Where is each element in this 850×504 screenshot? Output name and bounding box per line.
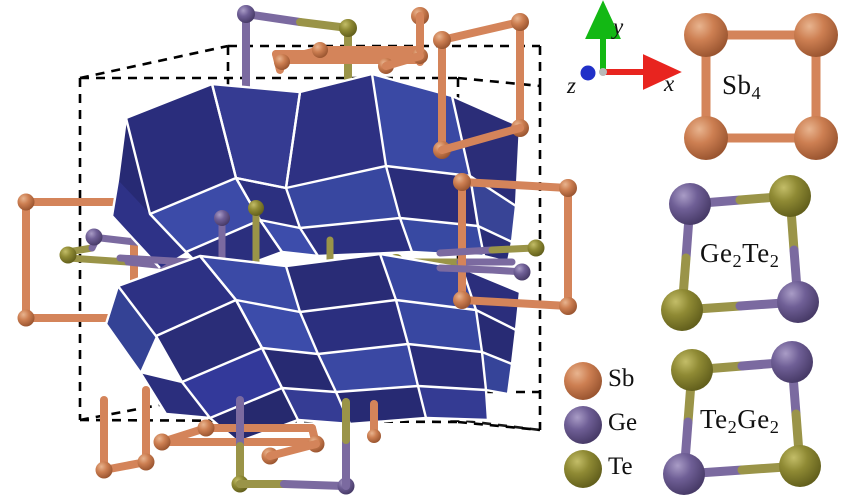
- motif-ge2te2-part1: Ge: [700, 238, 733, 268]
- motif-ge2te2-atom-ge: [669, 183, 711, 225]
- legend-swatch-ge: [564, 406, 602, 444]
- motif-label-te2ge2: Te2Ge2: [700, 404, 779, 438]
- motif-sb4-atom: [684, 13, 728, 57]
- motif-ge2te2-sub2: 2: [769, 251, 780, 272]
- motif-ge2te2-atom-ge: [777, 281, 819, 323]
- motif-sb4: [684, 13, 838, 160]
- legend-label-sb: Sb: [608, 365, 635, 392]
- bottom-sb-network: [95, 386, 381, 495]
- sb-square-right-middle: [453, 173, 577, 315]
- right-ge-te-bonds: [436, 239, 545, 281]
- polyhedra-lower: [104, 252, 522, 444]
- motif-te2ge2-atom-ge: [771, 341, 813, 383]
- motif-te2ge2-part2: Ge: [737, 404, 770, 434]
- top-ge-te-rods: [237, 5, 429, 54]
- legend-label-te: Te: [608, 453, 633, 480]
- legend-swatch-sb: [564, 362, 602, 400]
- motif-te2ge2-atom-te: [671, 349, 713, 391]
- axis-label-z: z: [567, 73, 576, 98]
- motif-te2ge2-atom-te: [779, 445, 821, 487]
- sb-square-right-upper: [433, 13, 529, 159]
- motif-label-sb4-sub: 4: [751, 83, 762, 104]
- motif-label-ge2te2: Ge2Te2: [700, 238, 779, 272]
- top-sb-network: [274, 42, 428, 74]
- motif-ge2te2-sub1: 2: [732, 251, 743, 272]
- motif-sb4-atom: [794, 13, 838, 57]
- motif-sb4-atom: [794, 116, 838, 160]
- legend-swatch-te: [564, 450, 602, 488]
- motif-te2ge2-sub1: 2: [727, 417, 738, 438]
- motif-sb4-atom: [684, 116, 728, 160]
- motif-label-sb4-base: Sb: [722, 70, 752, 100]
- motif-label-sb4: Sb4: [722, 70, 761, 104]
- axis-label-y: y: [613, 14, 624, 39]
- axis-label-x: x: [664, 71, 675, 96]
- motif-ge2te2-atom-te: [661, 289, 703, 331]
- polyhedra-upper: [110, 72, 522, 280]
- motif-te2ge2-part1: Te: [700, 404, 728, 434]
- motif-ge2te2-part2: Te: [742, 238, 770, 268]
- legend-label-ge: Ge: [608, 409, 638, 436]
- motif-te2ge2-atom-ge: [663, 453, 705, 495]
- motif-ge2te2: [661, 175, 819, 331]
- motif-ge2te2-atom-te: [769, 175, 811, 217]
- motif-te2ge2-sub2: 2: [769, 417, 780, 438]
- motif-te2ge2: [663, 341, 821, 495]
